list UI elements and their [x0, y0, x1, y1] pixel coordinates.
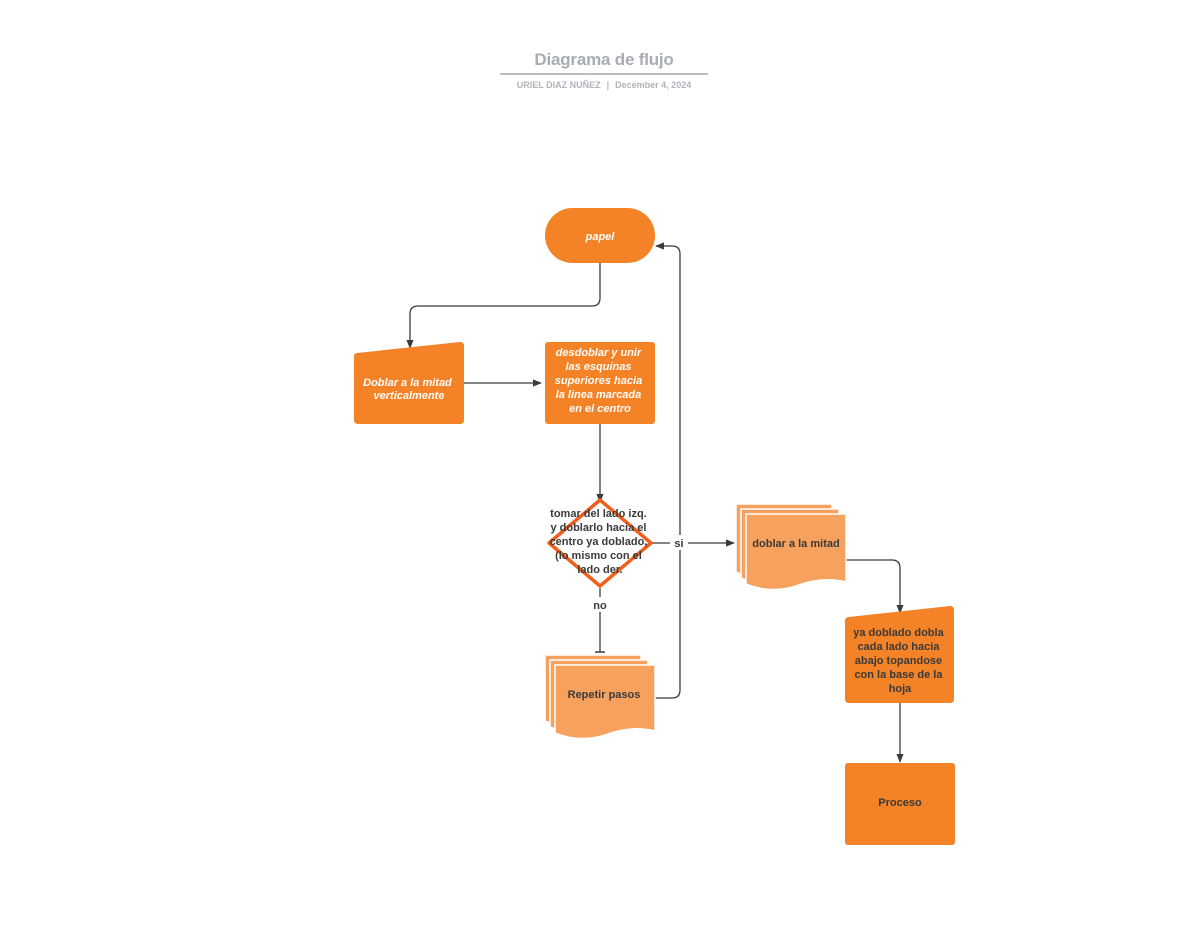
edge-label-no: no [593, 600, 607, 612]
node-label-line: ya doblado dobla [853, 627, 944, 639]
document-date: December 4, 2024 [615, 80, 692, 90]
author-name: URIEL DIAZ NUÑEZ [516, 80, 601, 90]
node-repetir[interactable]: Repetir pasos [544, 654, 656, 740]
node-label: ya doblado dobla cada lado hacia abajo t… [853, 627, 947, 695]
node-label: doblar a la mitad [752, 538, 839, 550]
node-label-line: hoja [889, 683, 912, 695]
title-divider [500, 73, 708, 75]
node-label-line: y doblarlo hacia el [550, 522, 646, 534]
node-label-line: superiores hacia [555, 375, 642, 387]
node-label-line: doblar a la mitad [752, 538, 839, 550]
terminator-shape [545, 208, 655, 263]
node-desdoblar[interactable]: desdoblar y unir las esquinas superiores… [545, 342, 655, 424]
node-label: Doblar a la mitad verticalmente [363, 377, 455, 402]
manual-input-shape [354, 342, 464, 424]
node-label-line: las esquinas [565, 361, 631, 373]
node-label-line: (lo mismo con el [555, 550, 642, 562]
node-ya-doblado[interactable]: ya doblado dobla cada lado hacia abajo t… [845, 606, 954, 703]
connector-papel-to-doblar [406, 263, 601, 349]
node-label-line: centro ya doblado, [550, 536, 648, 548]
node-label-line: con la base de la [854, 669, 943, 681]
node-label-line: verticalmente [374, 390, 445, 402]
node-label-line: Proceso [878, 797, 922, 809]
connectors [406, 242, 904, 763]
process-shape [545, 342, 655, 424]
edge-label-yes: si [674, 538, 683, 550]
node-label-line: Repetir pasos [568, 689, 641, 701]
node-papel[interactable]: papel [545, 208, 655, 263]
node-label: tomar del lado izq. y doblarlo hacia el … [550, 508, 651, 576]
node-decision[interactable]: tomar del lado izq. y doblarlo hacia el … [547, 498, 653, 588]
connector-repetir-to-papel [655, 242, 681, 699]
node-label: papel [585, 231, 616, 243]
node-label: Proceso [878, 797, 922, 809]
edge-label-yes-bg [670, 535, 688, 550]
node-label-line: lado der. [577, 564, 622, 576]
node-proceso[interactable]: Proceso [845, 763, 955, 845]
process-shape [845, 763, 955, 845]
document-header: Diagrama de flujo URIEL DIAZ NUÑEZ | Decem… [500, 50, 708, 90]
connector-doblar-mitad-to-ya-doblado [846, 559, 904, 614]
edge-label-no-bg [590, 597, 610, 612]
node-label-line: papel [585, 231, 616, 243]
node-label-line: Doblar a la mitad [363, 377, 452, 389]
decision-shape [547, 498, 653, 588]
page-title: Diagrama de flujo [534, 50, 674, 69]
node-doblar-mitad-vertical[interactable]: Doblar a la mitad verticalmente [354, 342, 464, 424]
manual-input-shape [845, 606, 954, 703]
node-label-line: abajo topandose [855, 655, 942, 667]
meta-separator: | [606, 80, 610, 90]
node-label: Repetir pasos [568, 689, 641, 701]
node-label-line: tomar del lado izq. [550, 508, 647, 520]
node-label-line: desdoblar y unir [556, 347, 642, 359]
node-label-line: la linea marcada [556, 389, 642, 401]
node-doblar-mitad[interactable]: doblar a la mitad [735, 503, 847, 591]
node-label: desdoblar y unir las esquinas superiores… [555, 347, 646, 415]
document-shape-front [554, 664, 656, 740]
document-shape-front [745, 513, 847, 591]
node-label-line: cada lado hacia [858, 641, 941, 653]
document-meta: URIEL DIAZ NUÑEZ | December 4, 2024 [500, 80, 708, 90]
node-label-line: en el centro [569, 403, 631, 415]
